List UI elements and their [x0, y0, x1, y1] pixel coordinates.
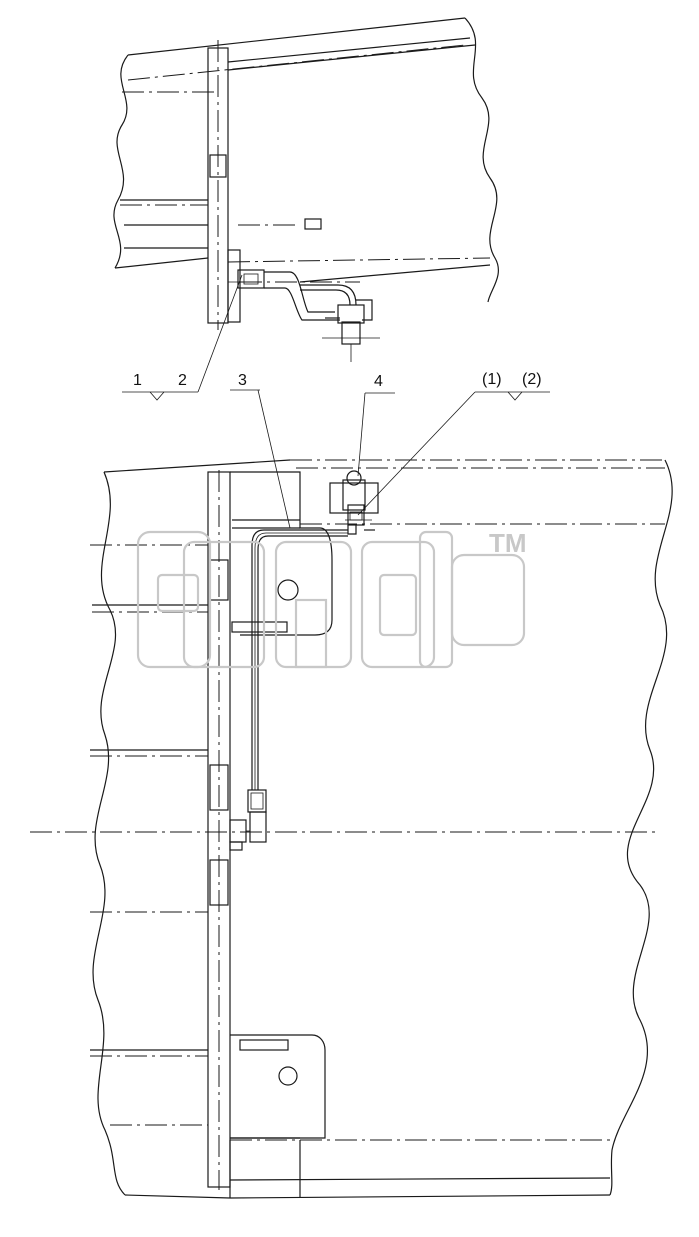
callout-ref-2: (2)	[522, 371, 542, 388]
top-detail-view	[113, 17, 500, 362]
callout-4: 4	[374, 373, 383, 390]
top-left-break-line	[113, 54, 129, 269]
main-left-break-line	[92, 471, 126, 1196]
callout-2: 2	[178, 372, 187, 389]
watermark-trademark: TM	[489, 528, 527, 558]
main-view	[30, 459, 673, 1199]
valve-assembly	[329, 470, 379, 535]
main-right-break-line	[609, 459, 673, 1196]
top-right-break-line	[464, 17, 500, 303]
lower-bracket-hole	[278, 1066, 298, 1086]
lower-fitting	[229, 789, 267, 851]
upper-bracket	[230, 471, 333, 636]
callout-ref-1: (1)	[482, 371, 502, 388]
watermark-logo: TM	[136, 528, 527, 669]
lower-bracket	[230, 1034, 326, 1139]
upper-bracket-hole	[277, 579, 299, 601]
callout-1: 1	[133, 372, 142, 389]
callout-leaders	[122, 274, 550, 529]
brake-pipe	[251, 529, 348, 790]
callout-3: 3	[238, 372, 247, 389]
